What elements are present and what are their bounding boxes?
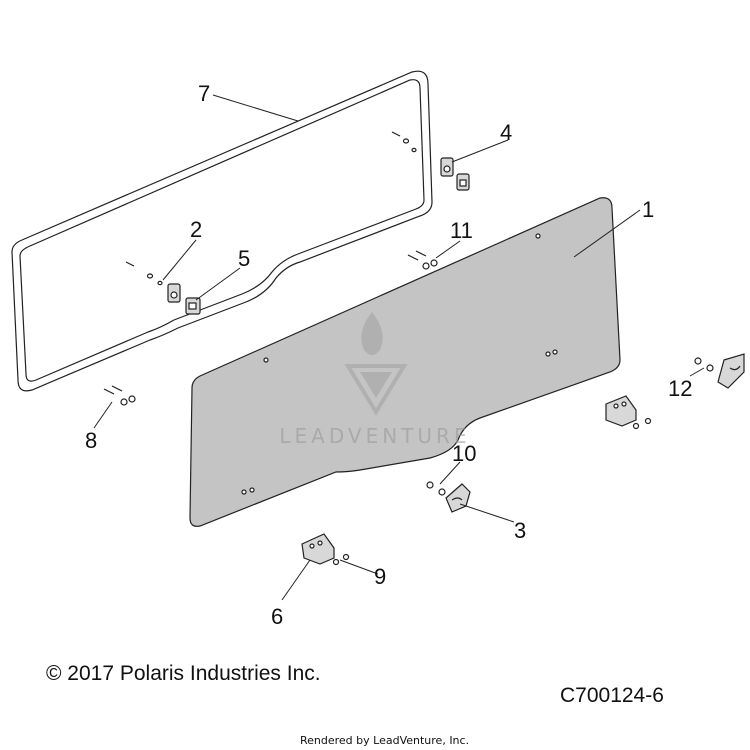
leader-lines — [93, 94, 705, 601]
watermark-text: LEADVENTURE — [279, 424, 470, 448]
screw-washer-part-11 — [407, 250, 438, 270]
screw-part-2 — [125, 261, 163, 286]
callout-1: 1 — [642, 197, 654, 222]
callout-3: 3 — [514, 518, 526, 543]
copyright-text: © 2017 Polaris Industries Inc. — [46, 662, 321, 685]
clip-part-3 — [445, 483, 471, 513]
diagram-code: C700124-6 — [560, 684, 664, 707]
callout-5: 5 — [238, 246, 250, 271]
callout-12: 12 — [668, 376, 692, 401]
callout-2: 2 — [190, 217, 202, 242]
washer-part-10 — [426, 481, 446, 496]
callout-9: 9 — [374, 564, 386, 589]
callouts: 7 4 2 11 1 5 12 8 10 3 9 6 — [85, 81, 692, 629]
hinge-bracket-part-6 — [301, 533, 335, 565]
callout-4: 4 — [500, 120, 512, 145]
callout-8: 8 — [85, 428, 97, 453]
nut-part-9 — [332, 553, 350, 566]
callout-6: 6 — [271, 604, 283, 629]
glass-panel-part-1 — [189, 197, 621, 527]
screw-washer-part-8 — [103, 385, 136, 406]
seal-frame-part-7 — [11, 70, 433, 392]
latch-plate-part-5 — [167, 283, 201, 315]
callout-11: 11 — [450, 218, 473, 243]
leadventure-logo-icon — [344, 312, 408, 416]
callout-7: 7 — [198, 81, 210, 106]
frame-screws — [391, 131, 417, 153]
latch-plate-part-4 — [440, 157, 470, 191]
hinge-bracket-right — [605, 395, 652, 430]
callout-10: 10 — [452, 441, 476, 466]
clip-part-12 — [694, 353, 745, 389]
rendered-by-text: Rendered by LeadVenture, Inc. — [300, 734, 470, 747]
